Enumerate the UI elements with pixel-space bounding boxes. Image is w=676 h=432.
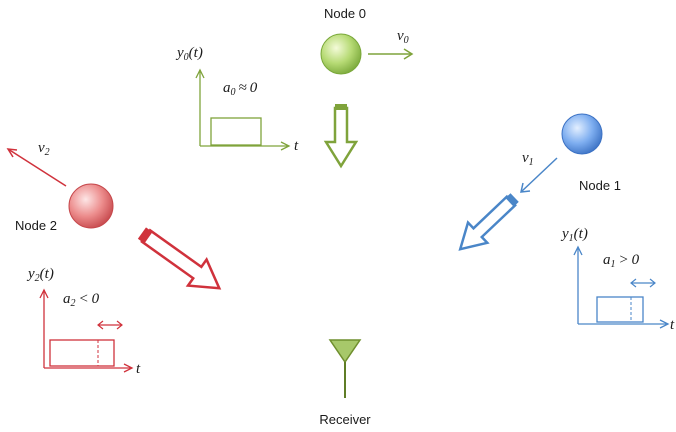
node-2-time-label: t — [136, 361, 141, 377]
node-1-signal-sub: 1 — [569, 233, 574, 244]
node-0-plot: y0(t) a0≈0 t — [175, 45, 299, 154]
svg-text:a2<0: a2<0 — [63, 291, 100, 309]
node-1-doppler-val: 0 — [632, 252, 640, 268]
node-2-doppler-val: 0 — [92, 291, 100, 307]
node-2-signal-sub: 2 — [35, 273, 40, 284]
node-0-doppler-var: a — [223, 80, 231, 96]
node-2-shift-arrow — [97, 320, 123, 330]
svg-text:v0: v0 — [397, 28, 409, 46]
node-1-velocity-var: v — [522, 150, 529, 166]
node-2-doppler-sub: 2 — [71, 298, 76, 309]
node-1-label: Node 1 — [579, 178, 621, 193]
node-1-velocity-sub: 1 — [529, 157, 534, 168]
node-0-group: Node 0 v0 y0(t) a — [175, 6, 414, 169]
node-1-circle — [561, 113, 603, 155]
node-0-plot-axes — [195, 68, 291, 151]
node-2-doppler-var: a — [63, 291, 71, 307]
svg-text:a0≈0: a0≈0 — [223, 80, 258, 98]
node-2-doppler-rel: < — [79, 291, 89, 307]
node-2-label: Node 2 — [15, 218, 57, 233]
node-1-doppler-var: a — [603, 252, 611, 268]
node-2-velocity-sub: 2 — [45, 147, 50, 158]
node-2-plot: y2(t) a2<0 t — [26, 266, 141, 377]
node-0-circle — [320, 33, 362, 75]
node-1-signal-arrow — [458, 193, 519, 251]
node-0-velocity-arrow — [368, 48, 414, 60]
node-2-group: Node 2 v2 — [6, 140, 222, 377]
svg-text:y1(t): y1(t) — [560, 226, 588, 244]
node-0-signal-arg: t — [194, 45, 199, 61]
node-0-velocity-sub: 0 — [404, 35, 409, 46]
node-2-velocity-var: v — [38, 140, 45, 156]
node-0-doppler-sub: 0 — [231, 87, 236, 98]
receiver-group: Receiver — [319, 339, 371, 427]
node-1-shift-arrow — [630, 278, 656, 288]
node-1-signal-arg: t — [579, 226, 584, 242]
svg-text:v1: v1 — [522, 150, 534, 168]
node-1-plot-axes — [573, 245, 670, 329]
node-0-signal-arrow — [323, 104, 359, 169]
node-1-velocity-arrow — [520, 157, 558, 193]
node-0-pulse — [210, 117, 262, 146]
node-1-group: Node 1 v1 — [458, 113, 675, 333]
node-0-signal-sub: 0 — [184, 52, 189, 63]
node-2-signal-var: y — [26, 266, 35, 282]
receiver-label: Receiver — [319, 412, 371, 427]
svg-text:y2(t): y2(t) — [26, 266, 54, 284]
node-2-signal-arg: t — [45, 266, 50, 282]
node-0-doppler-rel: ≈ — [239, 80, 247, 96]
node-1-signal-var: y — [560, 226, 569, 242]
node-2-pulse — [49, 339, 115, 367]
node-1-time-label: t — [670, 317, 675, 333]
svg-text:a1>0: a1>0 — [603, 252, 640, 270]
svg-text:v2: v2 — [38, 140, 50, 158]
node-0-doppler-val: 0 — [250, 80, 258, 96]
node-0-velocity-var: v — [397, 28, 404, 44]
node-2-circle — [68, 183, 114, 229]
node-1-doppler-sub: 1 — [611, 259, 616, 270]
node-1-doppler-rel: > — [619, 252, 629, 268]
node-1-pulse — [596, 296, 644, 323]
node-1-plot: y1(t) a1>0 t — [560, 226, 675, 333]
node-0-signal-var: y — [175, 45, 184, 61]
node-2-plot-axes — [39, 288, 134, 373]
node-2-signal-arrow — [137, 227, 222, 290]
antenna-icon — [328, 339, 362, 364]
node-0-time-label: t — [294, 138, 299, 154]
node-2-velocity-arrow — [6, 148, 67, 187]
svg-text:y0(t): y0(t) — [175, 45, 203, 63]
node-0-label: Node 0 — [324, 6, 366, 21]
